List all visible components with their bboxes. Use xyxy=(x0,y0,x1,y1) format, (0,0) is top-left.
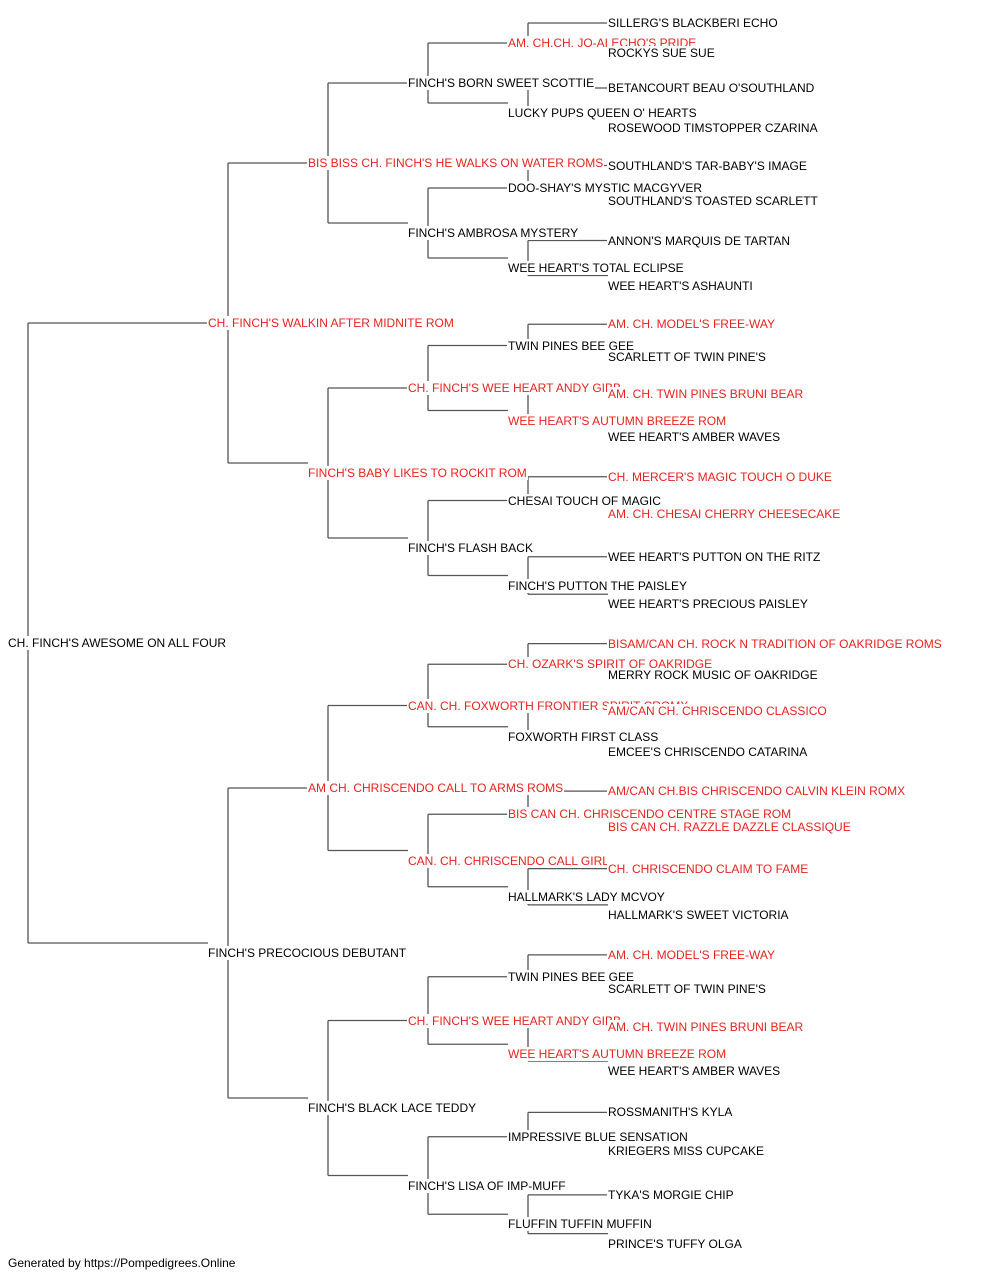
sire-name-gen2: AM CH. CHRISCENDO CALL TO ARMS ROMS xyxy=(307,781,565,795)
sire-name-gen5: AM. CH. TWIN PINES BRUNI BEAR xyxy=(607,1020,805,1035)
sire-name-gen5: CH. MERCER'S MAGIC TOUCH O DUKE xyxy=(607,469,833,484)
dam-name-gen4: FINCH'S PUTTON THE PAISLEY xyxy=(507,578,688,593)
dam-name-gen4: WEE HEART'S AUTUMN BREEZE ROM xyxy=(507,1047,728,1062)
dam-name-gen5: WEE HEART'S ASHAUNTI xyxy=(607,278,754,293)
sire-name-gen4: TWIN PINES BEE GEE xyxy=(507,338,636,353)
sire-name-gen5: BETANCOURT BEAU O'SOUTHLAND xyxy=(607,81,816,95)
sire-name-gen5: SOUTHLAND'S TAR-BABY'S IMAGE xyxy=(607,158,808,173)
sire-name-gen5: ROSSMANITH'S KYLA xyxy=(607,1105,734,1120)
dam-name-gen4: FLUFFIN TUFFIN MUFFIN xyxy=(507,1217,653,1232)
sire-name-gen4: IMPRESSIVE BLUE SENSATION xyxy=(507,1129,689,1144)
sire-name-gen5: ANNON'S MARQUIS DE TARTAN xyxy=(607,233,792,248)
sire-name-gen5: AM. CH. MODEL'S FREE-WAY xyxy=(607,317,776,332)
dam-name-gen3: FINCH'S LISA OF IMP-MUFF xyxy=(407,1178,567,1193)
sire-name-gen5: SILLERG'S BLACKBERI ECHO xyxy=(607,16,779,30)
sire-name-gen4: CH. OZARK'S SPIRIT OF OAKRIDGE xyxy=(507,657,714,672)
sire-name-gen4: DOO-SHAY'S MYSTIC MACGYVER xyxy=(507,181,704,195)
dam-name-gen5: PRINCE'S TUFFY OLGA xyxy=(607,1236,743,1251)
dam-name-gen5: ROSEWOOD TIMSTOPPER CZARINA xyxy=(607,121,819,135)
sire-name-gen5: AM/CAN CH. CHRISCENDO CLASSICO xyxy=(607,704,828,719)
sire-name-gen5: WEE HEART'S PUTTON ON THE RITZ xyxy=(607,549,822,564)
dam-name-gen5: EMCEE'S CHRISCENDO CATARINA xyxy=(607,745,809,760)
sire-name-gen5: BISAM/CAN CH. ROCK N TRADITION OF OAKRID… xyxy=(607,636,943,651)
dam-name-gen5: WEE HEART'S AMBER WAVES xyxy=(607,429,782,444)
dam-name-gen5: SCARLETT OF TWIN PINE'S xyxy=(607,981,767,996)
generated-by-footer: Generated by https://Pompedigrees.Online xyxy=(8,1256,236,1270)
dam-name-gen3: FINCH'S AMBROSA MYSTERY xyxy=(407,226,580,240)
dam-name-gen5: KRIEGERS MISS CUPCAKE xyxy=(607,1144,766,1159)
sire-name-gen5: AM. CH. TWIN PINES BRUNI BEAR xyxy=(607,387,805,402)
dam-name-gen5: SCARLETT OF TWIN PINE'S xyxy=(607,349,767,364)
sire-name-gen5: AM. CH. MODEL'S FREE-WAY xyxy=(607,947,776,962)
sire-name-gen3: CH. FINCH'S WEE HEART ANDY GIBB xyxy=(407,1013,622,1028)
dam-name-gen3: CAN. CH. CHRISCENDO CALL GIRL xyxy=(407,853,610,868)
sire-name-gen5: CH. CHRISCENDO CLAIM TO FAME xyxy=(607,861,810,876)
sire-name-gen3: CH. FINCH'S WEE HEART ANDY GIBB xyxy=(407,381,622,395)
sire-name-gen4: TWIN PINES BEE GEE xyxy=(507,969,636,984)
dam-name-gen4: WEE HEART'S AUTUMN BREEZE ROM xyxy=(507,413,728,428)
dam-name-gen5: SOUTHLAND'S TOASTED SCARLETT xyxy=(607,193,819,208)
dam-name-gen4: WEE HEART'S TOTAL ECLIPSE xyxy=(507,261,685,275)
dam-name-gen5: HALLMARK'S SWEET VICTORIA xyxy=(607,907,790,922)
sire-name-gen5: AM/CAN CH.BIS CHRISCENDO CALVIN KLEIN RO… xyxy=(607,784,907,799)
dam-name-gen4: LUCKY PUPS QUEEN O' HEARTS xyxy=(507,106,698,120)
sire-name-gen3: FINCH'S BORN SWEET SCOTTIE xyxy=(407,76,596,90)
sire-name-gen5: TYKA'S MORGIE CHIP xyxy=(607,1187,735,1202)
dam-name-gen4: HALLMARK'S LADY MCVOY xyxy=(507,889,666,904)
dam-name-gen5: WEE HEART'S AMBER WAVES xyxy=(607,1064,782,1079)
dam-name-gen4: FOXWORTH FIRST CLASS xyxy=(507,729,660,744)
dam-name-gen5: AM. CH. CHESAI CHERRY CHEESECAKE xyxy=(607,507,842,522)
sire-name-gen2: BIS BISS CH. FINCH'S HE WALKS ON WATER R… xyxy=(307,156,605,170)
dam-name-gen2: FINCH'S BLACK LACE TEDDY xyxy=(307,1101,478,1115)
dam-name-gen5: ROCKYS SUE SUE xyxy=(607,46,716,60)
dam-name-gen5: MERRY ROCK MUSIC OF OAKRIDGE xyxy=(607,667,819,682)
dam-name-gen5: BIS CAN CH. RAZZLE DAZZLE CLASSIQUE xyxy=(607,820,852,835)
sire-name-gen4: CHESAI TOUCH OF MAGIC xyxy=(507,493,662,508)
sire-name-gen1: CH. FINCH'S WALKIN AFTER MIDNITE ROM xyxy=(207,316,455,330)
subject-dog-name: CH. FINCH'S AWESOME ON ALL FOUR xyxy=(7,636,228,650)
dam-name-gen3: FINCH'S FLASH BACK xyxy=(407,541,534,555)
sire-name-gen4: BIS CAN CH. CHRISCENDO CENTRE STAGE ROM xyxy=(507,807,793,822)
dam-name-gen1: FINCH'S PRECOCIOUS DEBUTANT xyxy=(207,946,408,960)
dam-name-gen5: WEE HEART'S PRECIOUS PAISLEY xyxy=(607,597,809,612)
dam-name-gen2: FINCH'S BABY LIKES TO ROCKIT ROM xyxy=(307,466,528,480)
